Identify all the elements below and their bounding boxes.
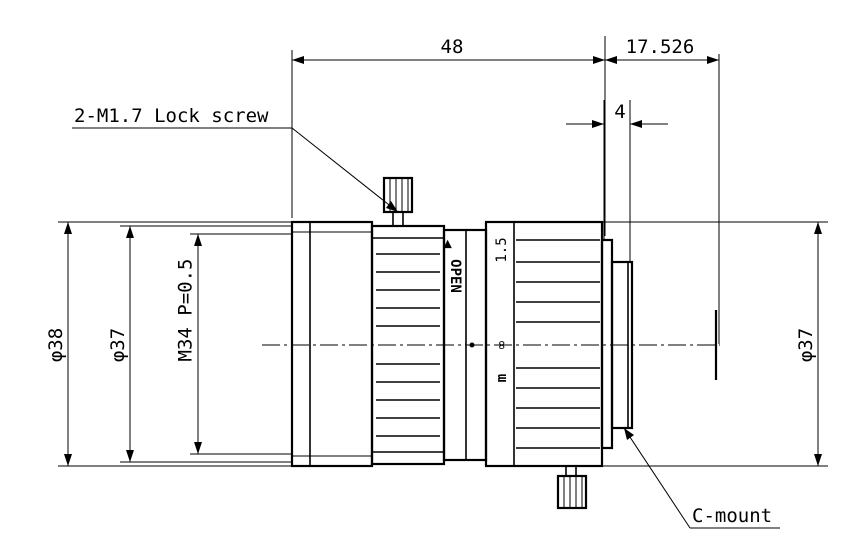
callout-c-mount: C-mount [623,427,780,529]
diameter-symbol-38: φ [45,351,67,362]
dim-flange-back-value: 17.526 [626,36,695,58]
dim-mount-depth: 4 [566,100,668,262]
dim-diameter-37-right: φ37 [586,221,828,467]
dim-mount-depth-value: 4 [614,101,625,123]
focus-ring [484,220,604,468]
dim-diameter-37-right-value: 37 [795,328,817,351]
dim-diameter-37-left-value: 37 [107,328,129,351]
focus-unit-mark: m [494,374,510,382]
dim-diameter-38-value: 38 [45,328,67,351]
iris-arrow: ◀ [440,240,456,249]
iris-open-label: OPEN [447,259,463,293]
diameter-symbol-37-right: φ [795,351,817,362]
callout-lock-screw: 2-M1.7 Lock screw [72,105,399,213]
focus-near-mark: 1.5 [494,237,510,262]
focus-infinity-mark: ∞ [494,340,510,349]
barrel-markings: ◀ OPEN 1.5 ∞ m [440,237,510,382]
lock-screw-top [382,176,414,227]
svg-text:φ37: φ37 [107,328,129,362]
lock-screw-bottom [556,465,588,510]
dim-overall-length: 48 [291,36,606,236]
front-barrel [290,220,374,468]
callout-c-mount-text: C-mount [692,505,772,527]
diameter-symbol-37-left: φ [107,351,129,362]
lens-body [290,176,718,510]
dim-overall-length-value: 48 [441,36,464,58]
dim-flange-back: 17.526 [605,36,720,344]
rear-step [600,238,614,450]
svg-text:φ37: φ37 [795,328,817,362]
dim-front-thread-value: M34 P=0.5 [175,259,197,362]
dim-front-thread: M34 P=0.5 [175,233,292,455]
svg-text:φ38: φ38 [45,328,67,362]
callout-lock-screw-text: 2-M1.7 Lock screw [74,105,269,127]
dim-diameter-38: φ38 [45,221,292,467]
index-dot [469,342,475,348]
c-mount-thread [610,260,634,430]
dim-diameter-37-left: φ37 [107,225,292,463]
